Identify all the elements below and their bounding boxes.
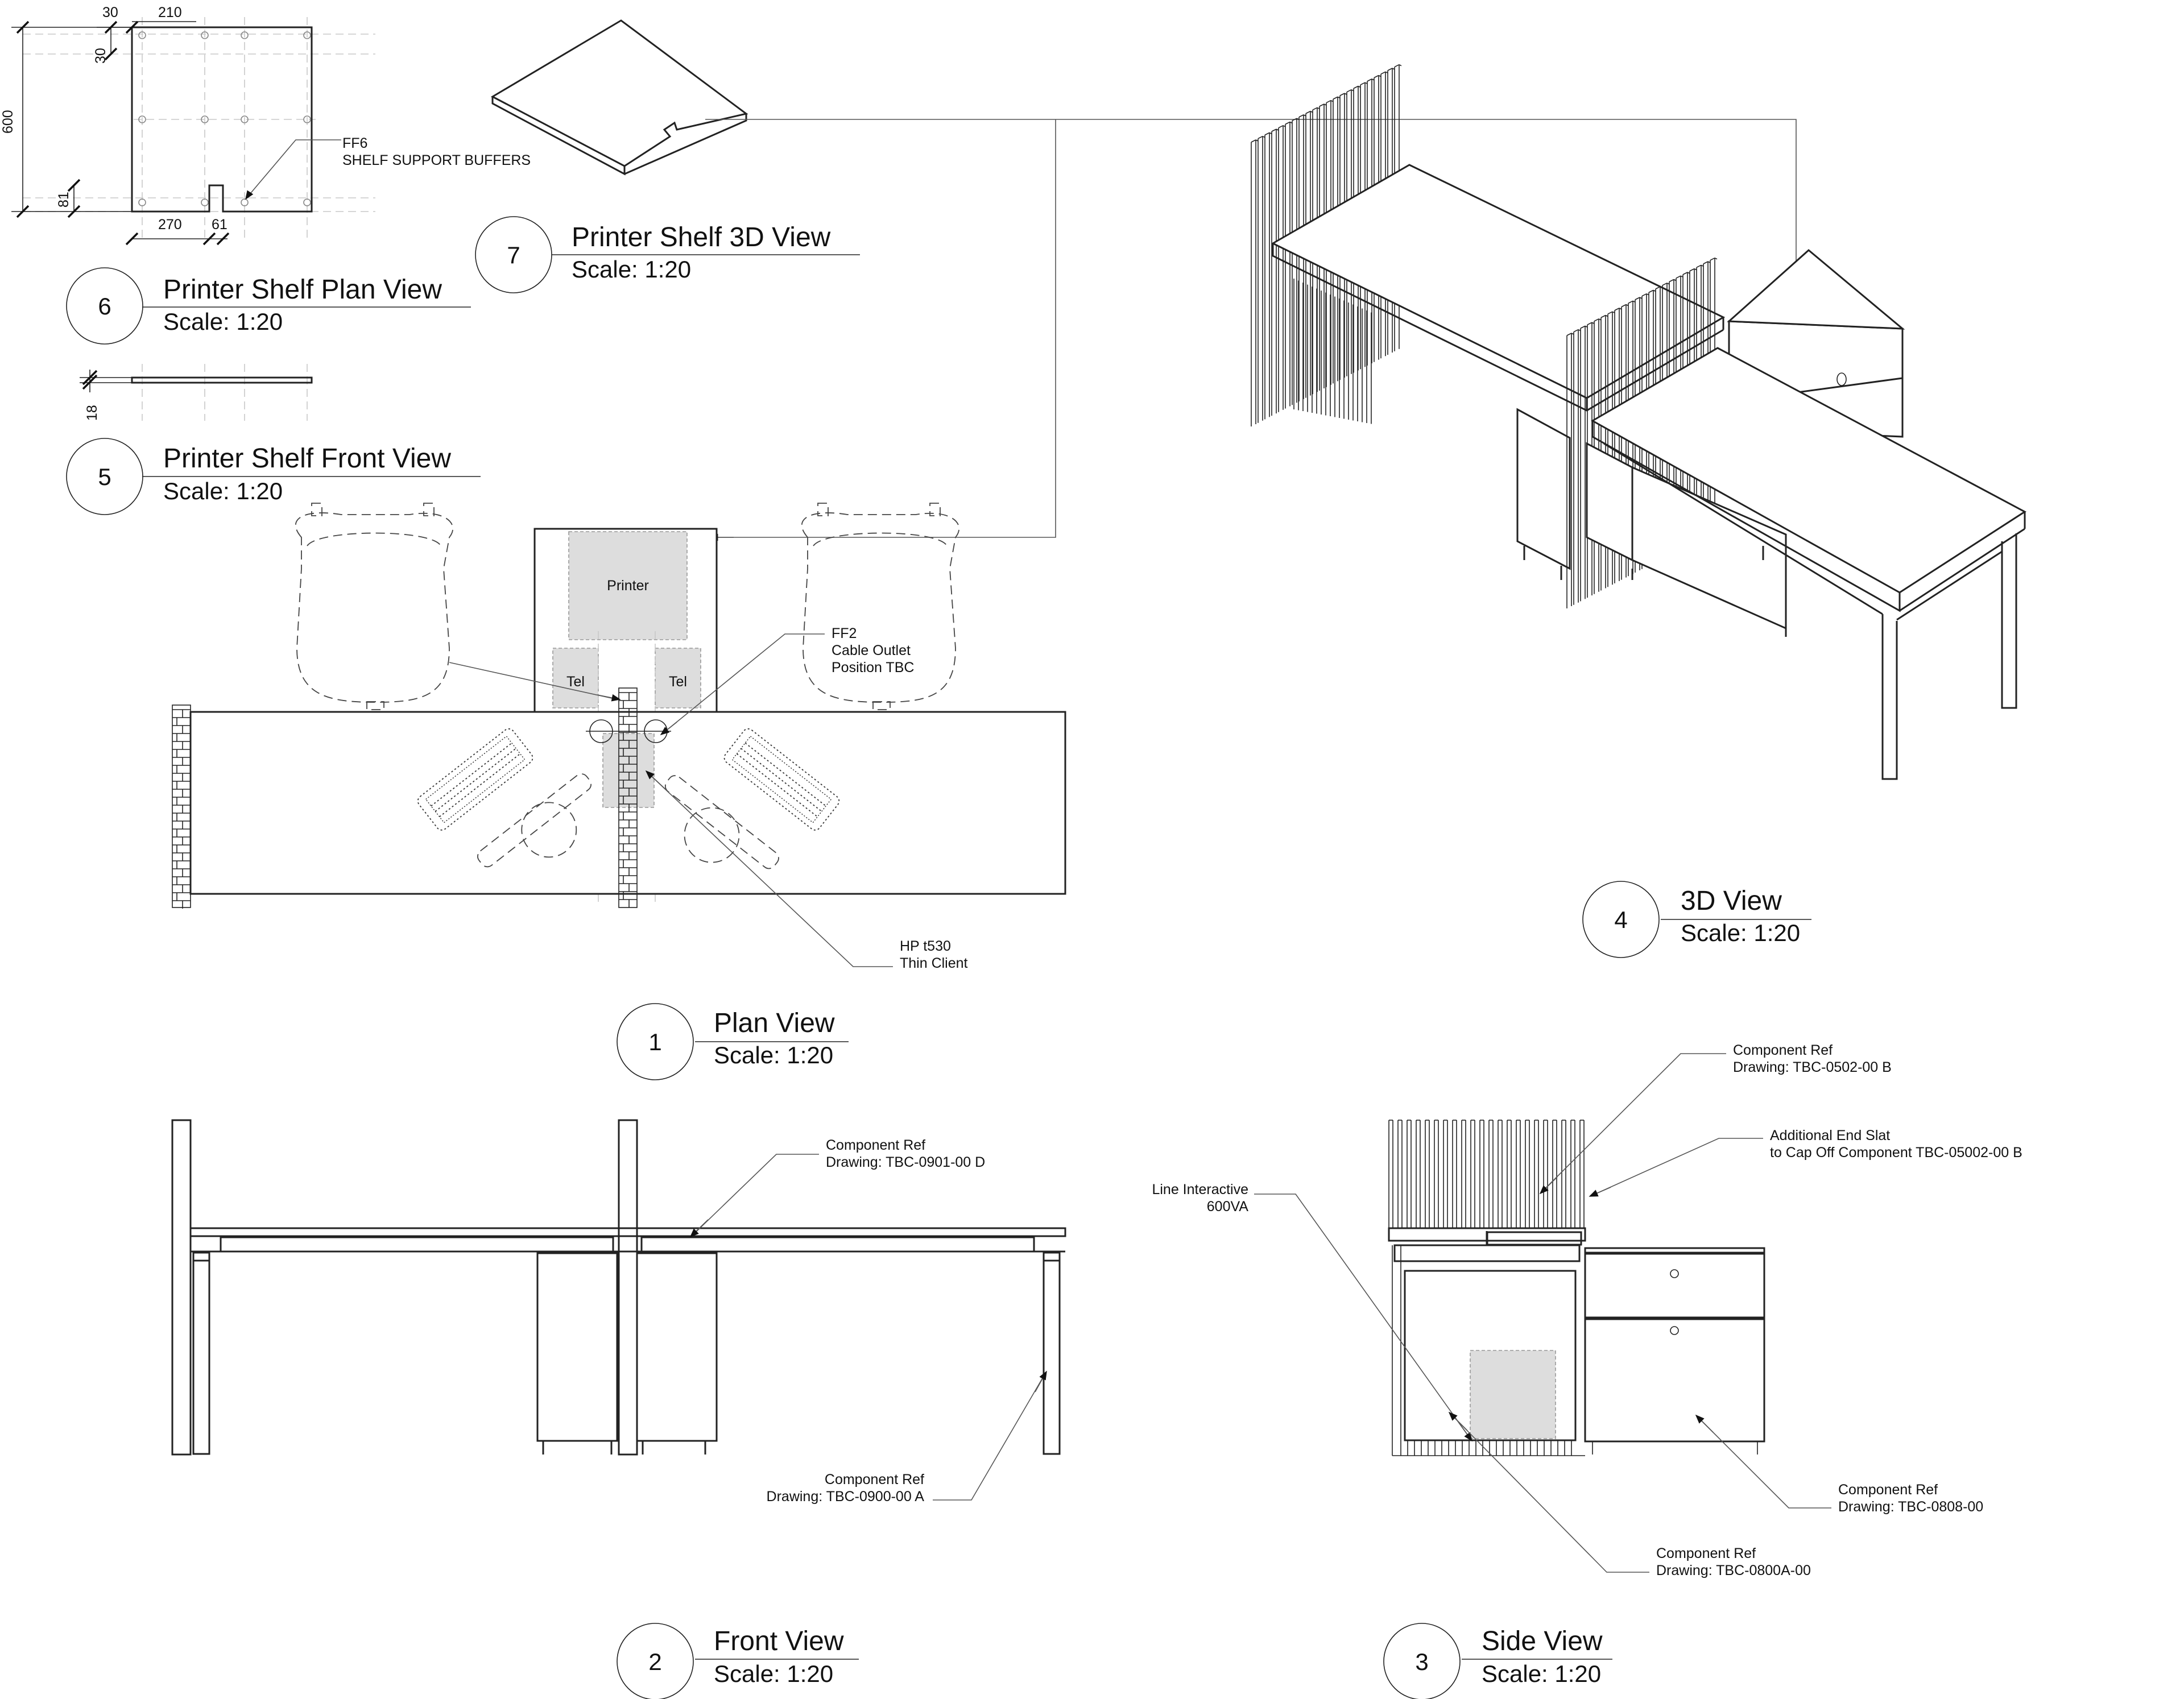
ff2-code: FF2 — [832, 625, 857, 641]
view-scale-front: Scale: 1:20 — [714, 1660, 833, 1687]
view-number-2: 2 — [648, 1648, 661, 1675]
view-title-front: Front View — [714, 1626, 844, 1656]
dim-210: 210 — [158, 5, 182, 20]
view-label-3d: 4 3D View Scale: 1:20 — [1582, 881, 1811, 958]
front-view-drawing: Component Ref Drawing: TBC-0901-00 D Com… — [171, 1119, 1066, 1505]
dim-270: 270 — [158, 217, 182, 233]
monitor-right — [664, 775, 779, 869]
view-label-shelf-front: 5 Printer Shelf Front View Scale: 1:20 — [66, 438, 481, 515]
view-scale-shelf-3d: Scale: 1:20 — [572, 256, 691, 283]
shelf-front-drawing: 18 — [80, 364, 313, 421]
front-ref-top-1: Component Ref — [826, 1137, 925, 1153]
view-label-plan: 1 Plan View Scale: 1:20 — [617, 1003, 849, 1080]
dim-61: 61 — [212, 217, 228, 233]
view-title-3d: 3D View — [1681, 886, 1782, 916]
view-label-shelf-plan: 6 Printer Shelf Plan View Scale: 1:20 — [66, 267, 471, 345]
front-ref-top-2: Drawing: TBC-0901-00 D — [826, 1154, 985, 1170]
side-ref-bottom-1: Component Ref — [1656, 1545, 1756, 1561]
shelf-plan-drawing: 30 210 30 600 81 270 61 FF6 SHELF SUPPOR… — [0, 5, 531, 246]
view-label-side: 3 Side View Scale: 1:20 — [1383, 1623, 1612, 1699]
view-title-shelf-front: Printer Shelf Front View — [163, 444, 451, 474]
side-ref-right-2: Drawing: TBC-0808-00 — [1838, 1499, 1983, 1515]
hp-line-1: HP t530 — [900, 938, 951, 954]
side-view-drawing: Component Ref Drawing: TBC-0502-00 B Add… — [1152, 1042, 2022, 1578]
side-slat-1: Additional End Slat — [1770, 1128, 1890, 1143]
view-title-shelf-plan: Printer Shelf Plan View — [163, 275, 442, 305]
tel-left-label: Tel — [566, 674, 585, 690]
chair-right — [801, 503, 959, 710]
dim-18: 18 — [84, 405, 100, 421]
view-label-shelf-3d: 7 Printer Shelf 3D View Scale: 1:20 — [475, 216, 860, 293]
view-number-5: 5 — [98, 463, 111, 490]
dim-81: 81 — [56, 192, 72, 208]
view-title-side: Side View — [1482, 1626, 1603, 1656]
dim-30-top: 30 — [102, 5, 118, 20]
printer-label: Printer — [607, 578, 649, 594]
ff6-description: SHELF SUPPORT BUFFERS — [342, 152, 531, 168]
view-number-7: 7 — [507, 242, 520, 268]
view-scale-side: Scale: 1:20 — [1482, 1660, 1601, 1687]
view-number-3: 3 — [1415, 1648, 1428, 1675]
3d-view-drawing — [1251, 64, 2026, 780]
shelf-3d-drawing — [490, 19, 1800, 541]
side-ref-top-1: Component Ref — [1733, 1042, 1833, 1058]
ff2-line-2: Cable Outlet — [832, 643, 911, 658]
plan-view-drawing: Printer Tel Tel — [172, 503, 1066, 971]
tel-right-label: Tel — [669, 674, 687, 690]
side-ups-2: 600VA — [1207, 1199, 1249, 1215]
front-ref-bottom-1: Component Ref — [825, 1472, 924, 1487]
view-scale-3d: Scale: 1:20 — [1681, 919, 1800, 946]
front-ref-bottom-2: Drawing: TBC-0900-00 A — [767, 1489, 925, 1505]
view-title-shelf-3d: Printer Shelf 3D View — [572, 222, 831, 252]
view-number-6: 6 — [98, 293, 111, 320]
ff6-code: FF6 — [342, 135, 367, 151]
dim-600: 600 — [0, 110, 16, 134]
view-title-plan: Plan View — [714, 1008, 835, 1038]
side-ref-bottom-2: Drawing: TBC-0800A-00 — [1656, 1563, 1811, 1578]
view-number-4: 4 — [1614, 906, 1627, 933]
side-ref-right-1: Component Ref — [1838, 1482, 1938, 1498]
hp-line-2: Thin Client — [900, 955, 968, 971]
view-scale-plan: Scale: 1:20 — [714, 1042, 833, 1068]
monitor-left — [477, 773, 592, 868]
side-slat-2: to Cap Off Component TBC-05002-00 B — [1770, 1145, 2022, 1161]
dim-30-side: 30 — [93, 48, 109, 64]
side-ref-top-2: Drawing: TBC-0502-00 B — [1733, 1059, 1892, 1075]
side-ups-1: Line Interactive — [1152, 1182, 1248, 1197]
view-scale-shelf-plan: Scale: 1:20 — [163, 308, 283, 335]
view-scale-shelf-front: Scale: 1:20 — [163, 478, 283, 504]
chair-left — [295, 503, 453, 710]
ff2-line-3: Position TBC — [832, 660, 914, 676]
keyboard-right — [723, 728, 840, 831]
view-number-1: 1 — [648, 1029, 661, 1055]
view-label-front: 2 Front View Scale: 1:20 — [617, 1623, 859, 1699]
